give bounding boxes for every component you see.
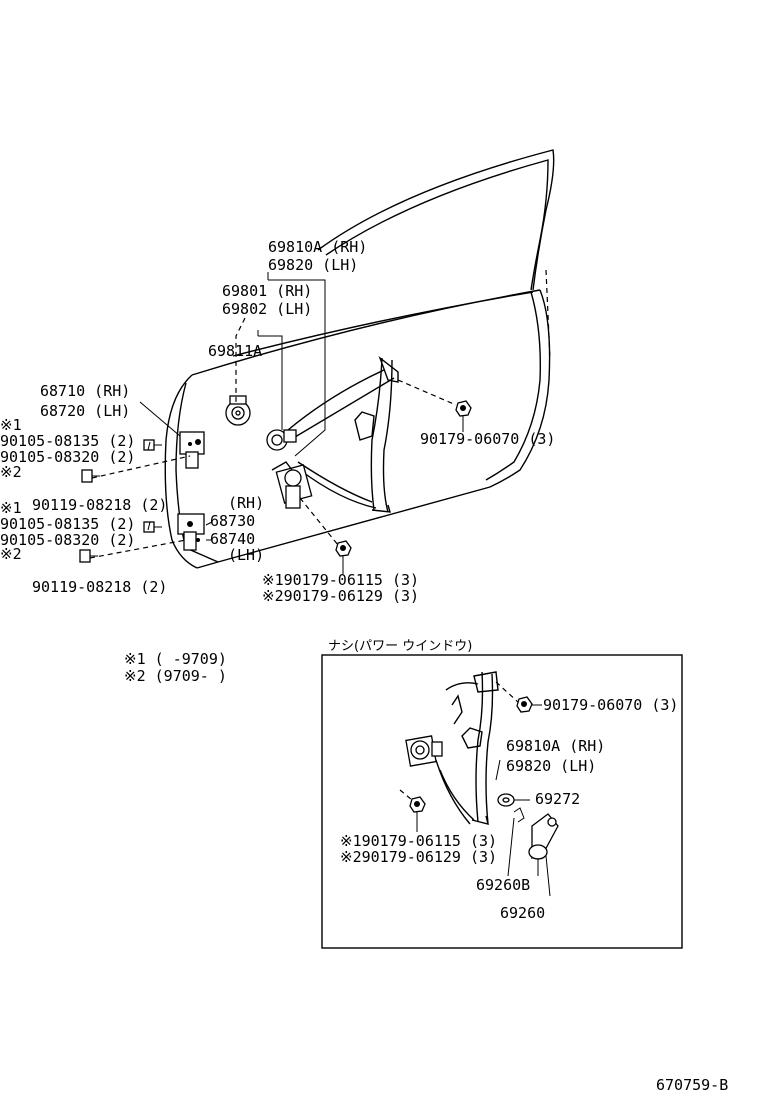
nut-icon [409, 796, 426, 813]
label-lh: (LH) [228, 546, 264, 564]
nut-icon [335, 540, 352, 557]
mark-1-lower: ※1 [0, 499, 22, 517]
regulator-motor [271, 461, 313, 509]
bolt-icon [143, 439, 162, 451]
label-69820: 69820 (LH) [268, 256, 358, 274]
window-regulator-assembly [266, 355, 399, 513]
inset-title: ナシ(パワー ウインドウ) [328, 639, 472, 654]
part-69811a-icon [225, 395, 251, 426]
bolt-icon [81, 469, 100, 483]
inset-regulator-gearbox [405, 735, 443, 767]
inset-label-90179-06115: ※190179-06115 (3) [340, 832, 497, 850]
label-68740: 68740 [210, 530, 255, 548]
clip-icon [513, 807, 525, 823]
label-69810a: 69810A (RH) [268, 238, 367, 256]
diagram-code: 670759-B [656, 1076, 728, 1094]
label-rh: (RH) [228, 494, 264, 512]
label-90179-06070: 90179-06070 (3) [420, 430, 555, 448]
label-69811a: 69811A [208, 342, 262, 360]
upper-hinge-icon [179, 431, 205, 469]
label-90105-08320-lower: 90105-08320 (2) [0, 531, 135, 549]
label-90119-08218-upper: 90119-08218 (2) [32, 496, 167, 514]
inset-label-69260b: 69260B [476, 876, 530, 894]
legend-1: ※1 ( -9709) [124, 650, 227, 668]
inset-label-90179-06129: ※290179-06129 (3) [340, 848, 497, 866]
inset-label-90179-06070: 90179-06070 (3) [543, 696, 678, 714]
label-90105-08320-upper: 90105-08320 (2) [0, 448, 135, 466]
mark-1-upper: ※1 [0, 416, 22, 434]
inset-manual-window: ナシ(パワー ウインドウ) [321, 639, 683, 949]
label-90179-06115: ※190179-06115 (3) [262, 571, 419, 589]
regulator-pulley [266, 429, 297, 451]
lower-hinge-icon [177, 513, 205, 551]
bolt-icon [79, 549, 98, 563]
label-90179-06129: ※290179-06129 (3) [262, 587, 419, 605]
label-68720: 68720 (LH) [40, 402, 130, 420]
inset-label-69272: 69272 [535, 790, 580, 808]
inset-label-69810a: 69810A (RH) [506, 737, 605, 755]
label-68710: 68710 (RH) [40, 382, 130, 400]
inset-label-69260: 69260 [500, 904, 545, 922]
legend-2: ※2 (9709- ) [124, 667, 227, 685]
nut-icon [516, 696, 533, 713]
bolt-icon [143, 521, 162, 533]
label-69801: 69801 (RH) [222, 282, 312, 300]
mark-2-lower: ※2 [0, 545, 22, 563]
label-90119-08218-lower: 90119-08218 (2) [32, 578, 167, 596]
leader-lines [89, 272, 464, 574]
nut-icon [455, 400, 472, 417]
label-90105-08135-lower: 90105-08135 (2) [0, 515, 135, 533]
label-90105-08135-upper: 90105-08135 (2) [0, 432, 135, 450]
door-outline [164, 149, 555, 569]
label-69802: 69802 (LH) [222, 300, 312, 318]
inset-label-69820: 69820 (LH) [506, 757, 596, 775]
label-68730: 68730 [210, 512, 255, 530]
washer-69272-icon [497, 793, 515, 807]
window-crank-handle-icon [528, 813, 559, 860]
mark-2-upper: ※2 [0, 463, 22, 481]
